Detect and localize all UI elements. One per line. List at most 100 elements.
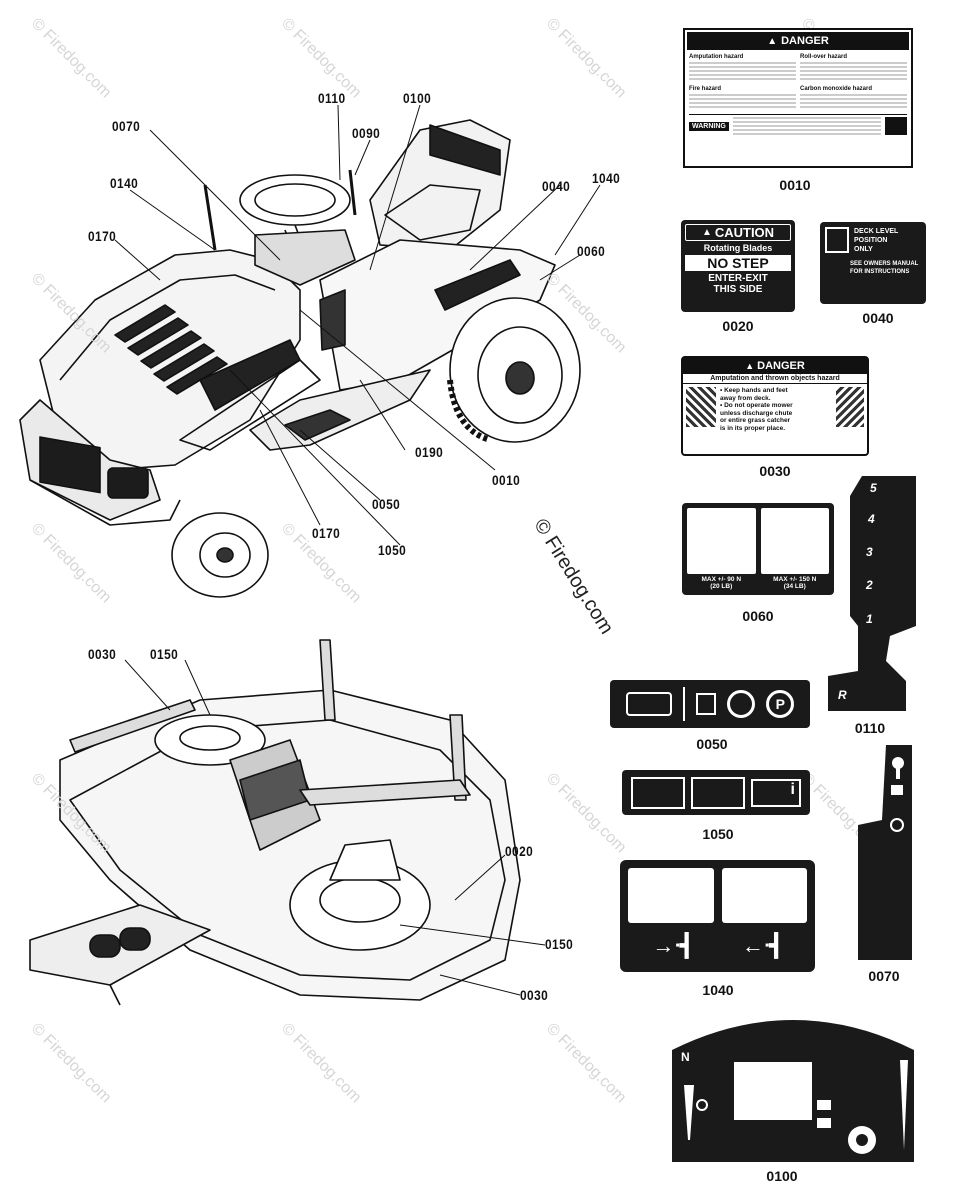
hand-hazard-icon <box>686 387 716 427</box>
decal-0040-line1: DECK LEVEL <box>854 228 899 235</box>
decal-0010-danger-label[interactable]: ▲ DANGER Amputation hazard Roll-over haz… <box>683 28 913 168</box>
gear-2-label: 2 <box>866 578 873 592</box>
caption-0100: 0100 <box>766 1168 798 1184</box>
decal-0020-caution-label[interactable]: ▲ CAUTION Rotating Blades NO STEP ENTER-… <box>681 220 795 312</box>
callout-0070[interactable]: 0070 <box>112 118 141 134</box>
callout-0150[interactable]: 0150 <box>150 646 179 662</box>
caption-1050: 1050 <box>702 826 734 842</box>
decal-0030-b2: • Do not operate mower <box>720 402 793 409</box>
decal-1040-reverse-label[interactable]: →ᐧ┫ ←ᐧ┫ <box>620 860 815 972</box>
decal-0030-danger: DANGER <box>757 360 805 372</box>
decal-0010-warning: WARNING <box>689 121 729 131</box>
decal-0020-nostep: NO STEP <box>685 255 791 271</box>
deck-lift-icon <box>631 776 685 809</box>
caption-0020: 0020 <box>722 318 754 334</box>
decal-0030-danger-label[interactable]: ▲ DANGER Amputation and thrown objects h… <box>681 356 869 456</box>
decal-0100-dash-panel[interactable] <box>672 1020 914 1162</box>
callout-0060[interactable]: 0060 <box>577 243 606 259</box>
decal-0060-left2: (20 LB) <box>710 583 733 590</box>
caption-0010: 0010 <box>779 177 811 193</box>
caption-0060: 0060 <box>742 608 774 624</box>
decal-0030-b1b: away from deck. <box>720 394 771 402</box>
callout-0170[interactable]: 0170 <box>88 228 117 244</box>
decal-0040-deck-level-label[interactable]: DECK LEVEL POSITION ONLY SEE OWNERS MANU… <box>820 222 926 304</box>
deck-leader-lines <box>124 659 546 996</box>
decal-0010-fire: Fire hazard <box>689 86 722 92</box>
callout-0150[interactable]: 0150 <box>545 936 574 952</box>
decal-0010-amputation: Amputation hazard <box>689 54 744 60</box>
decal-0030-subtitle: Amputation and thrown objects hazard <box>683 374 867 384</box>
book-icon <box>885 117 907 135</box>
decal-0040-line2: POSITION <box>854 237 888 244</box>
warning-triangle-icon: ▲ <box>701 227 712 238</box>
callout-0090[interactable]: 0090 <box>352 125 381 141</box>
gear-1-label: 1 <box>866 612 873 626</box>
callout-0030[interactable]: 0030 <box>520 987 549 1003</box>
caption-0050: 0050 <box>696 736 728 752</box>
decal-0030-b2c: or entire grass catcher <box>720 417 791 424</box>
gear-n-label: N <box>893 655 902 669</box>
decal-0020-side: THIS SIDE <box>713 284 763 295</box>
caption-0030: 0030 <box>759 463 791 479</box>
brake-lever-icon <box>695 693 716 715</box>
decal-0070-throttle-label[interactable] <box>858 745 914 960</box>
callout-0140[interactable]: 0140 <box>110 175 139 191</box>
warning-triangle-icon: ▲ <box>745 361 755 371</box>
callout-0010[interactable]: 0010 <box>492 472 521 488</box>
callout-1040[interactable]: 1040 <box>592 170 621 186</box>
decal-0020-enter: ENTER-EXIT <box>708 273 768 284</box>
decal-0010-rollover: Roll-over hazard <box>800 54 848 60</box>
seat-info-icon: i <box>751 778 801 807</box>
decal-0110-gear-shift-label[interactable] <box>828 476 918 711</box>
caption-0070: 0070 <box>868 968 900 984</box>
decal-0020-caution: CAUTION <box>714 225 775 240</box>
decal-0060-left1: MAX +/- 90 N <box>701 576 742 583</box>
forward-arrow-icon: →ᐧ┫ <box>652 933 694 958</box>
parking-brake-icon: P <box>766 690 795 718</box>
gear-r-label: R <box>838 688 847 702</box>
tractor-push-icon <box>760 508 829 574</box>
decal-0060-right2: (34 LB) <box>783 583 806 590</box>
callout-0040[interactable]: 0040 <box>542 178 571 194</box>
lawn-tractor-drawing <box>19 119 581 598</box>
callout-0110[interactable]: 0110 <box>318 90 346 106</box>
gear-4-label: 4 <box>868 512 875 526</box>
callout-0190[interactable]: 0190 <box>415 444 444 460</box>
decal-0010-danger-title: DANGER <box>781 35 829 47</box>
decal-0010-carbon: Carbon monoxide hazard <box>800 86 873 92</box>
decal-0100-n-label: N <box>681 1050 690 1064</box>
callout-1050[interactable]: 1050 <box>378 542 407 558</box>
decal-1050-lift-label[interactable]: i <box>622 770 810 815</box>
decal-0060-force-label[interactable]: MAX +/- 90 N (20 LB) MAX +/- 150 N (34 L… <box>682 503 834 595</box>
callout-0050[interactable]: 0050 <box>372 496 401 512</box>
decal-0030-b2b: unless discharge chute <box>720 409 793 417</box>
caption-0040: 0040 <box>862 310 894 326</box>
pedal-icon <box>691 776 745 809</box>
decal-0040-line5: FOR INSTRUCTIONS <box>850 269 910 275</box>
riding-mower-icon <box>628 868 714 923</box>
callout-0030[interactable]: 0030 <box>88 646 117 662</box>
operator-seat-icon <box>687 508 756 574</box>
decal-0040-line3: ONLY <box>854 246 873 253</box>
mower-deck-drawing <box>29 639 521 1006</box>
brake-circle-icon <box>727 690 756 718</box>
warning-triangle-icon: ▲ <box>767 35 778 47</box>
decal-0040-line4: SEE OWNERS MANUAL <box>850 261 919 267</box>
engine-choke-icon <box>625 692 672 716</box>
decal-0020-rotating: Rotating Blades <box>703 243 773 253</box>
push-mower-icon <box>721 868 807 923</box>
decal-0030-b2d: is in its proper place. <box>720 424 786 432</box>
callout-0170[interactable]: 0170 <box>312 525 341 541</box>
caption-1040: 1040 <box>702 982 734 998</box>
decal-0060-right1: MAX +/- 150 N <box>773 576 817 583</box>
book-icon <box>825 227 849 253</box>
callout-0100[interactable]: 0100 <box>403 90 432 106</box>
tractor-leader-lines <box>114 104 601 546</box>
gear-5-label: 5 <box>870 481 877 495</box>
reverse-arrow-icon: ←ᐧ┫ <box>741 933 783 958</box>
callout-0020[interactable]: 0020 <box>505 843 534 859</box>
caption-0110: 0110 <box>854 720 886 736</box>
gear-3-label: 3 <box>866 545 873 559</box>
decal-0050-controls-label[interactable]: P <box>610 680 810 728</box>
